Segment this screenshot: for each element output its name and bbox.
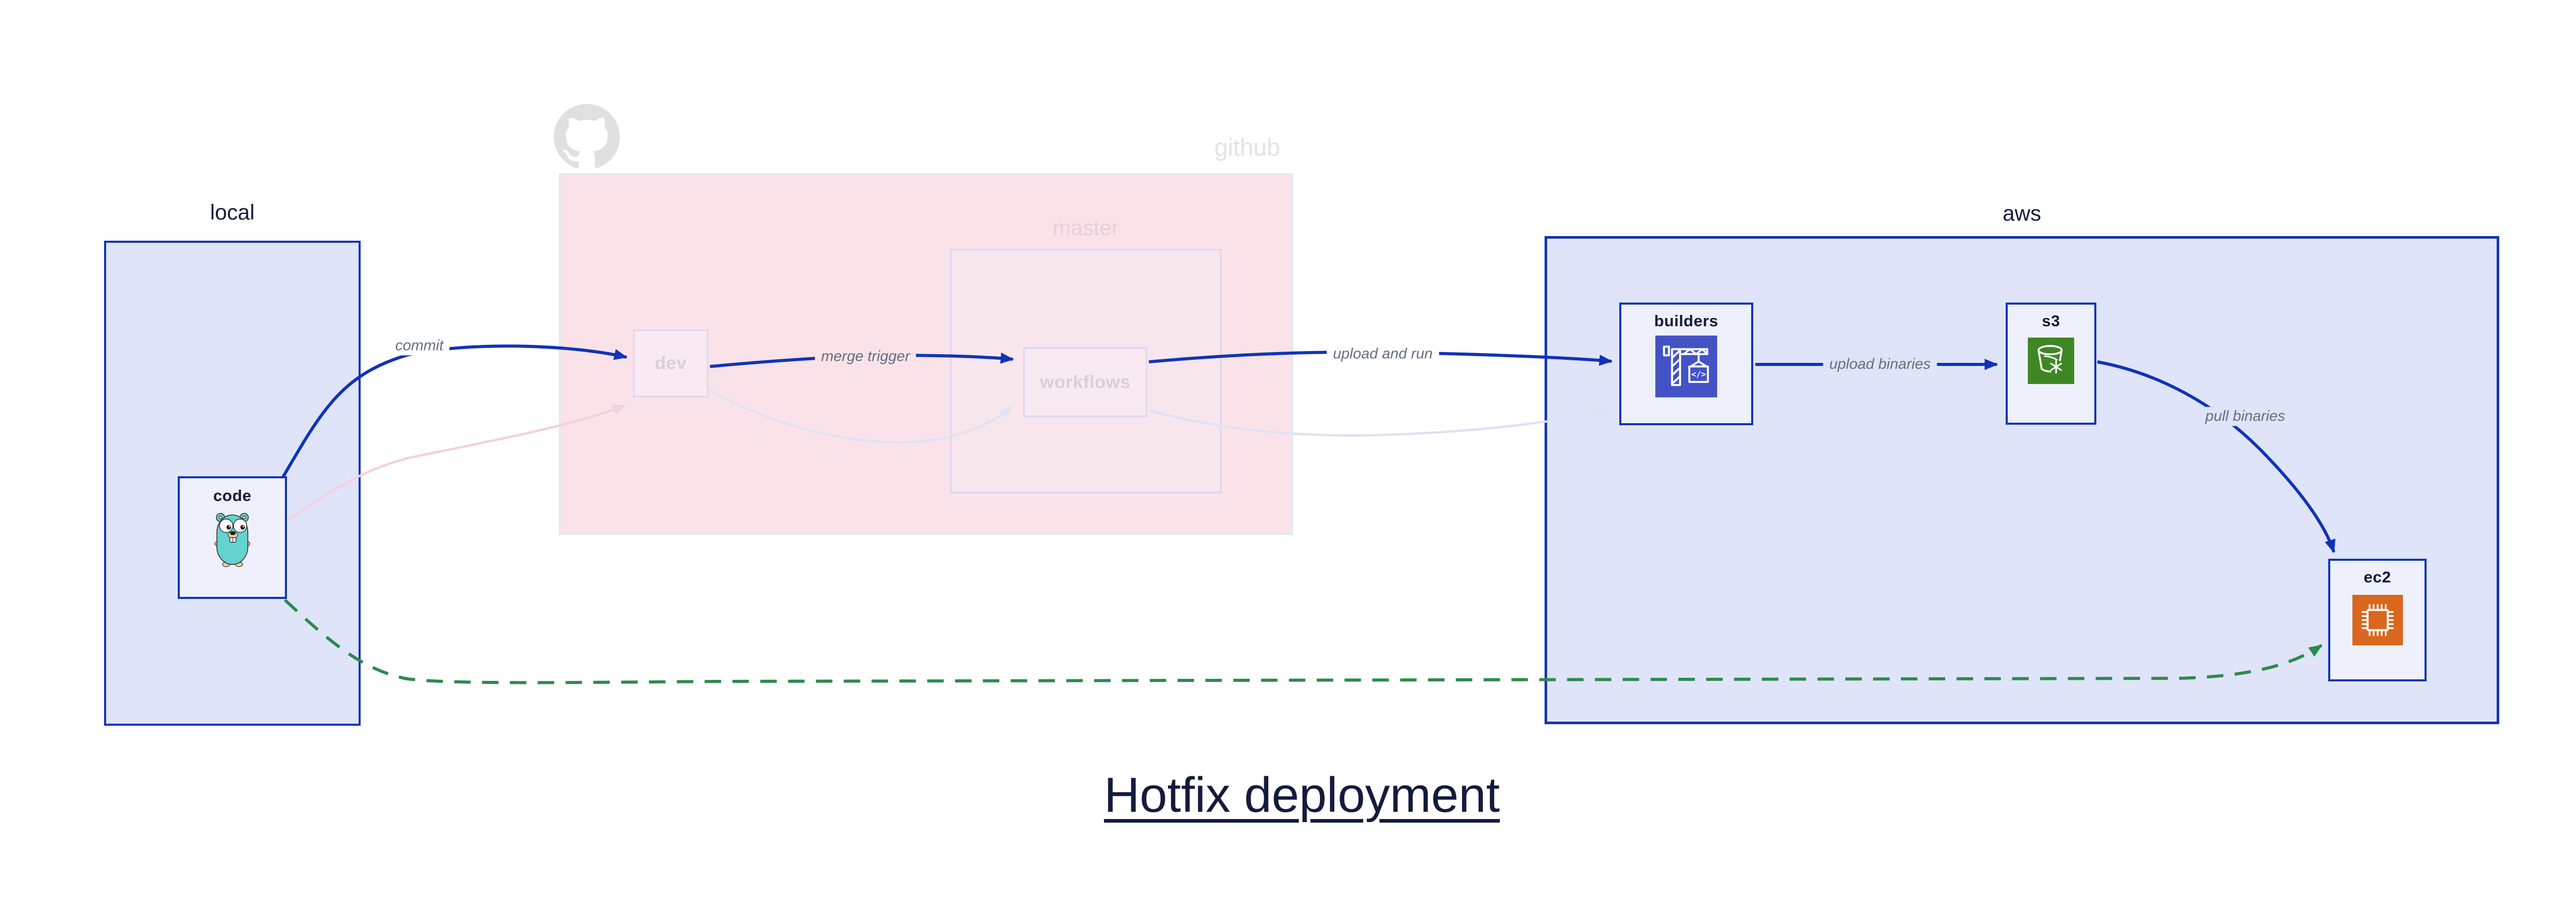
- node-workflows-label: workflows: [1040, 372, 1131, 392]
- node-s3: s3: [2006, 303, 2096, 425]
- node-ec2: ec2: [2328, 559, 2427, 681]
- cluster-github-label: github: [1214, 133, 1280, 161]
- edge-hotfix-path: [283, 598, 2323, 684]
- cluster-local-label: local: [210, 200, 255, 224]
- edge-label-upload-binaries: upload binaries: [1823, 355, 1937, 374]
- edge-commit: [281, 344, 628, 478]
- node-dev: dev: [633, 329, 708, 397]
- codebuild-crane-icon: </>: [1655, 336, 1717, 397]
- node-builders: builders </>: [1619, 303, 1753, 425]
- edge-pull-binaries: [2097, 360, 2336, 554]
- go-gopher-icon: [214, 513, 250, 567]
- s3-bucket-snowflake-icon: [2028, 338, 2074, 384]
- node-builders-label: builders: [1654, 312, 1719, 330]
- node-workflows: workflows: [1023, 347, 1147, 417]
- svg-text:</>: </>: [1691, 370, 1706, 379]
- ec2-chip-icon: [2352, 595, 2403, 645]
- cluster-master-label: master: [1053, 215, 1119, 240]
- edge-label-upload-and-run: upload and run: [1327, 344, 1439, 364]
- diagram-title: Hotfix deployment: [1104, 767, 1500, 823]
- node-code: code: [178, 476, 287, 599]
- edge-label-commit: commit: [389, 336, 450, 356]
- node-ec2-label: ec2: [2363, 568, 2392, 586]
- edge-label-merge-trigger: merge trigger: [815, 347, 917, 366]
- edge-label-pull-binaries: pull binaries: [2199, 407, 2292, 426]
- edge-faded-merge: [709, 389, 1012, 444]
- edge-faded-commit: [287, 404, 625, 521]
- node-dev-label: dev: [655, 353, 687, 373]
- cluster-aws-label: aws: [2003, 201, 2041, 225]
- node-s3-label: s3: [2042, 312, 2060, 330]
- github-octocat-icon: [554, 104, 620, 169]
- edge-faded-upload: [1149, 407, 1608, 437]
- node-code-label: code: [213, 487, 252, 505]
